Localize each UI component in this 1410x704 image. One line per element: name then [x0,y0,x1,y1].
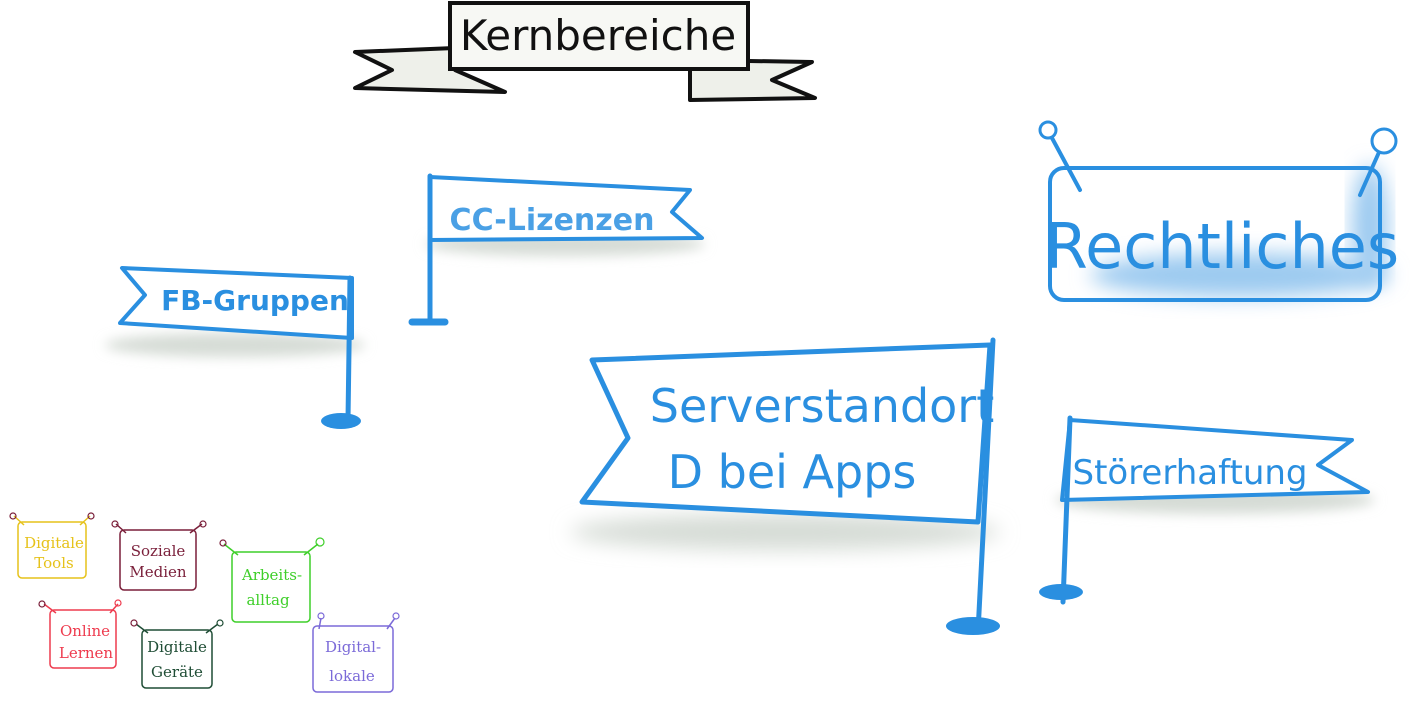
note-line2: alltag [246,591,290,609]
note-line1: Online [60,622,110,640]
note-line1: Digitale [147,638,207,656]
banner-title: Kernbereiche [460,11,736,60]
note-line2: Medien [129,563,187,581]
flag-stoererhaftung: Störerhaftung [1039,415,1375,605]
flag-cc-lizenzen: CC-Lizenzen [408,173,705,326]
flag-label-server-line1: Serverstandort [650,379,994,433]
note-line2: Tools [34,554,73,572]
note-line2: Lernen [59,644,114,662]
note-digitale-tools: Digitale Tools [9,512,95,579]
note-line1: Digital- [325,638,381,656]
flag-label-stoer: Störerhaftung [1072,453,1307,493]
flag-label-fb: FB-Gruppen [161,284,349,317]
title-banner: Kernbereiche [353,1,817,102]
note-line2: Geräte [151,663,203,681]
sign-rechtliches: Rechtliches [1038,120,1399,302]
note-line1: Digitale [24,534,84,552]
flag-fb-gruppen: FB-Gruppen [105,266,365,429]
note-soziale-medien: Soziale Medien [111,520,207,591]
flag-label-server-line2: D bei Apps [668,445,917,499]
note-line2: lokale [329,667,375,685]
note-arbeitsalltag: Arbeits- alltag [219,537,325,623]
flag-label-cc: CC-Lizenzen [450,203,655,238]
flag-serverstandort: Serverstandort D bei Apps [570,337,1000,635]
note-line1: Soziale [131,542,186,560]
note-online-lernen: Online Lernen [38,599,122,669]
note-digitale-geraete: Digitale Geräte [130,619,224,689]
sign-label-rechtliches: Rechtliches [1045,210,1399,283]
note-line1: Arbeits- [241,566,302,584]
note-digitallokale: Digital- lokale [312,612,400,693]
